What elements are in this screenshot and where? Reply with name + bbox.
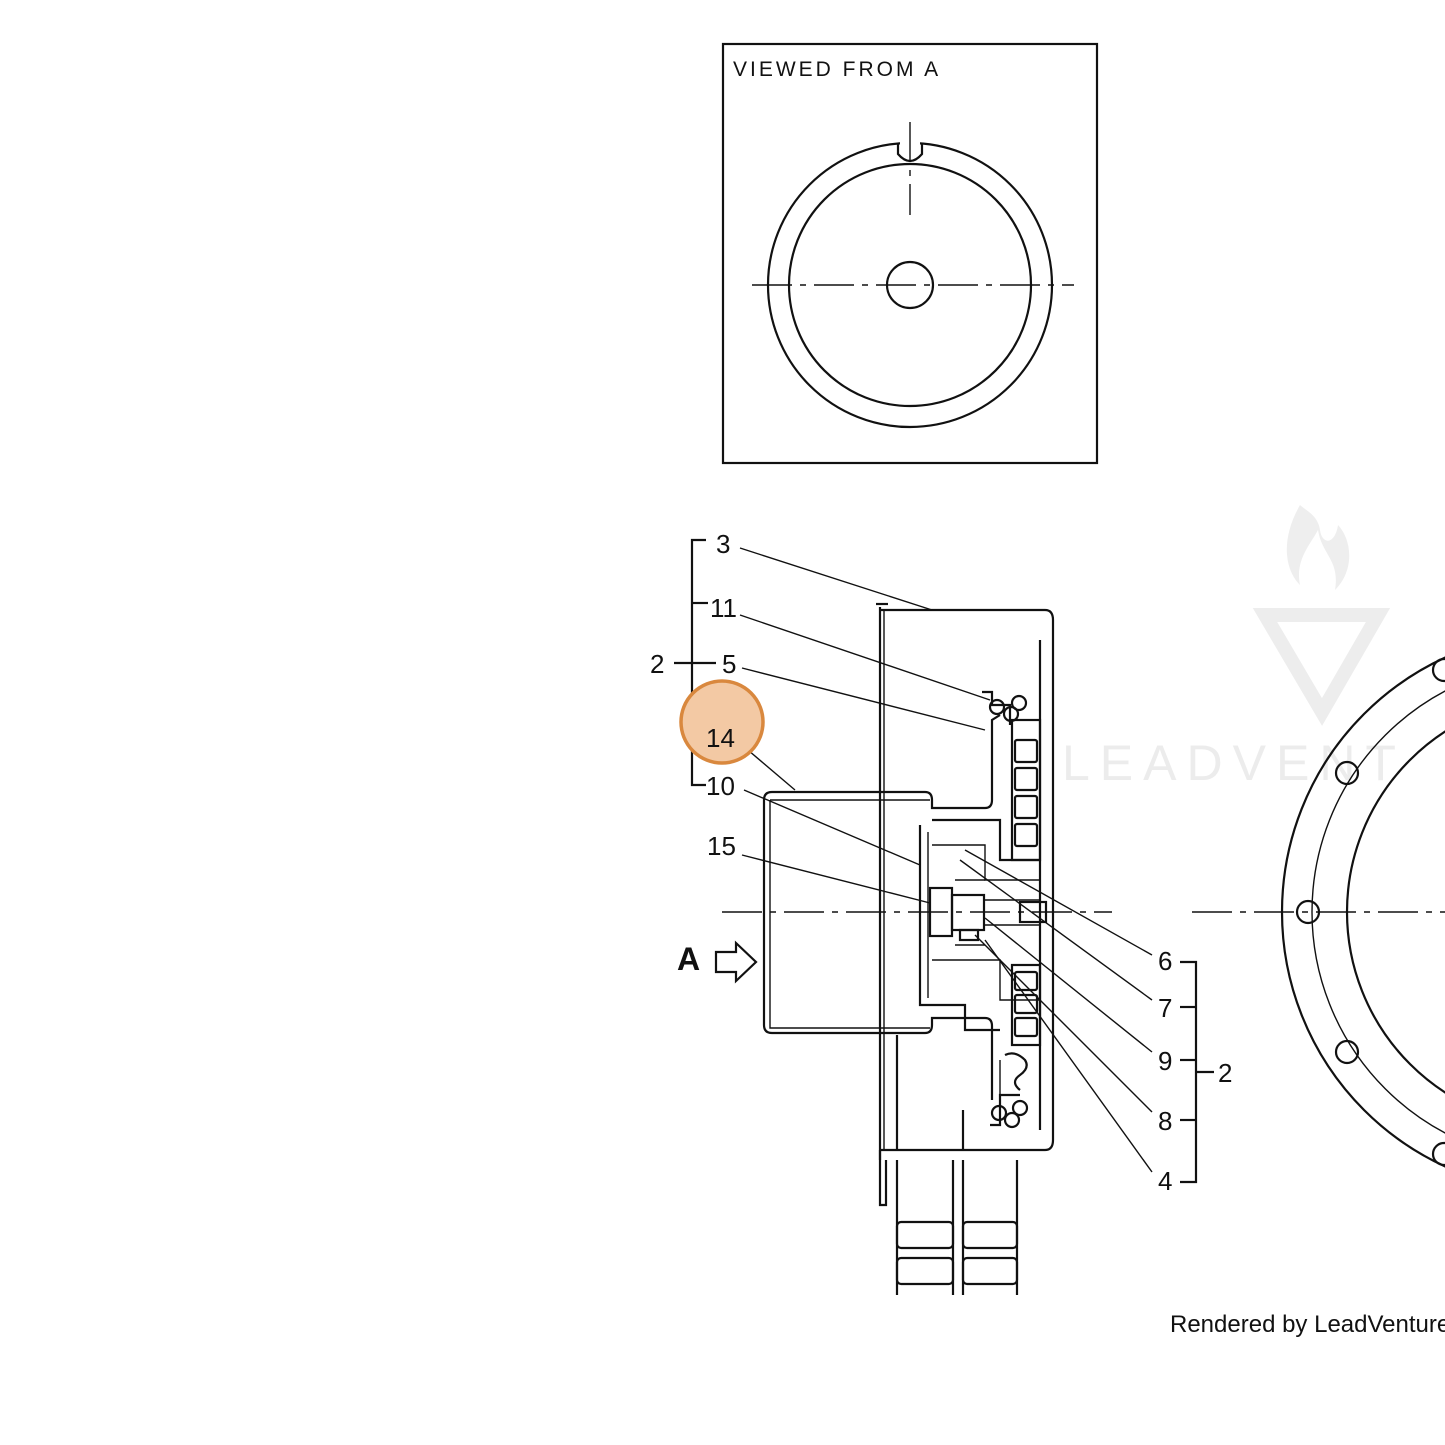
leadventure-watermark-logo-icon (1252, 505, 1391, 726)
callout-2-right[interactable]: 2 (1218, 1058, 1232, 1088)
callout-14-highlight[interactable] (679, 679, 765, 765)
inset-view-title: VIEWED FROM A (733, 58, 941, 81)
arrow-right-icon (714, 940, 758, 984)
callout-15[interactable]: 15 (707, 831, 736, 861)
view-arrow-a: A (677, 940, 758, 984)
render-credit: Rendered by LeadVenture, I (1170, 1311, 1445, 1338)
view-arrow-label: A (677, 941, 700, 977)
callout-14[interactable]: 14 (706, 723, 735, 753)
callout-6[interactable]: 6 (1158, 946, 1172, 976)
callout-11[interactable]: 11 (710, 593, 737, 623)
sectional-view (722, 602, 1112, 1295)
inset-view-panel: VIEWED FROM A (721, 42, 1099, 465)
callout-4[interactable]: 4 (1158, 1166, 1172, 1196)
callout-9[interactable]: 9 (1158, 1046, 1172, 1076)
callout-7[interactable]: 7 (1158, 993, 1172, 1023)
callout-10[interactable]: 10 (706, 771, 735, 801)
callout-8[interactable]: 8 (1158, 1106, 1172, 1136)
callout-5[interactable]: 5 (722, 649, 736, 679)
watermark-text: LEADVENT (1062, 735, 1406, 791)
right-callout-bracket (959, 849, 1214, 1184)
left-callout-bracket (674, 538, 991, 904)
callout-2-left[interactable]: 2 (650, 649, 664, 679)
flange-view-partial (1192, 656, 1445, 1168)
callout-3[interactable]: 3 (716, 529, 730, 559)
